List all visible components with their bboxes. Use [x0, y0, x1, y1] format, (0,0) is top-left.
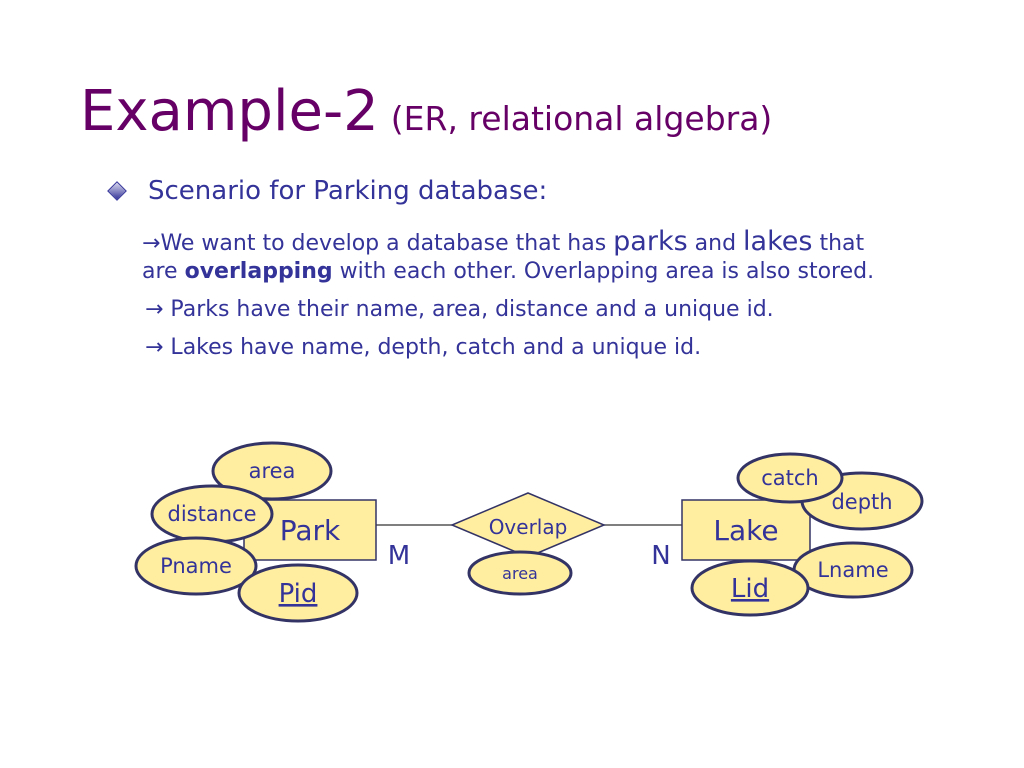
arrow-icon: →	[142, 231, 161, 256]
line-3-text: Parks have their name, area, distance an…	[163, 297, 774, 322]
attribute-pid	[237, 563, 359, 623]
entity-lake	[681, 499, 811, 561]
relationship-overlap-label: Overlap	[489, 515, 568, 539]
title-main: Example-2	[80, 79, 379, 144]
line-1-text-c: that	[812, 231, 865, 256]
line-2: are overlapping with each other. Overlap…	[142, 258, 874, 287]
arrow-icon: →	[145, 297, 164, 322]
word-lakes: lakes	[743, 226, 813, 257]
attribute-catch	[736, 452, 844, 504]
attribute-area-park	[211, 441, 333, 501]
attribute-pname	[134, 536, 258, 596]
line-2-text-a: are	[142, 259, 185, 284]
attribute-overlap-area	[467, 550, 573, 596]
attribute-overlap-area-label: area	[502, 564, 538, 583]
line-1-text-b: and	[687, 231, 744, 256]
cardinality-n: N	[651, 541, 670, 571]
attribute-catch-label: catch	[761, 466, 819, 490]
attribute-depth-label: depth	[831, 490, 892, 514]
line-2-text-b: with each other. Overlapping area is als…	[332, 259, 875, 284]
attribute-lid-label: Lid	[731, 574, 769, 604]
line-4: → Lakes have name, depth, catch and a un…	[145, 334, 701, 363]
bullet-text: Scenario for Parking database:	[148, 176, 548, 206]
attribute-pid-label: Pid	[279, 579, 318, 609]
line-1-text-a: We want to develop a database that has	[160, 231, 614, 256]
attribute-area-park-label: area	[249, 459, 296, 483]
entity-park-label: Park	[280, 514, 341, 547]
arrow-icon: →	[145, 335, 164, 360]
title-subtitle: (ER, relational algebra)	[390, 99, 773, 138]
line-1: →We want to develop a database that has …	[142, 224, 864, 259]
attribute-lid	[690, 559, 810, 617]
line-3: → Parks have their name, area, distance …	[145, 296, 774, 325]
cardinality-m: M	[388, 541, 410, 571]
attribute-pname-label: Pname	[160, 554, 232, 578]
entity-lake-label: Lake	[713, 514, 778, 547]
line-4-text: Lakes have name, depth, catch and a uniq…	[163, 335, 702, 360]
word-overlapping: overlapping	[184, 259, 333, 284]
bullet-scenario: Scenario for Parking database:	[107, 176, 548, 206]
word-parks: parks	[613, 226, 688, 257]
slide-title: Example-2(ER, relational algebra)	[80, 84, 772, 140]
attribute-lname-label: Lname	[817, 558, 888, 582]
attribute-distance-label: distance	[168, 502, 257, 526]
